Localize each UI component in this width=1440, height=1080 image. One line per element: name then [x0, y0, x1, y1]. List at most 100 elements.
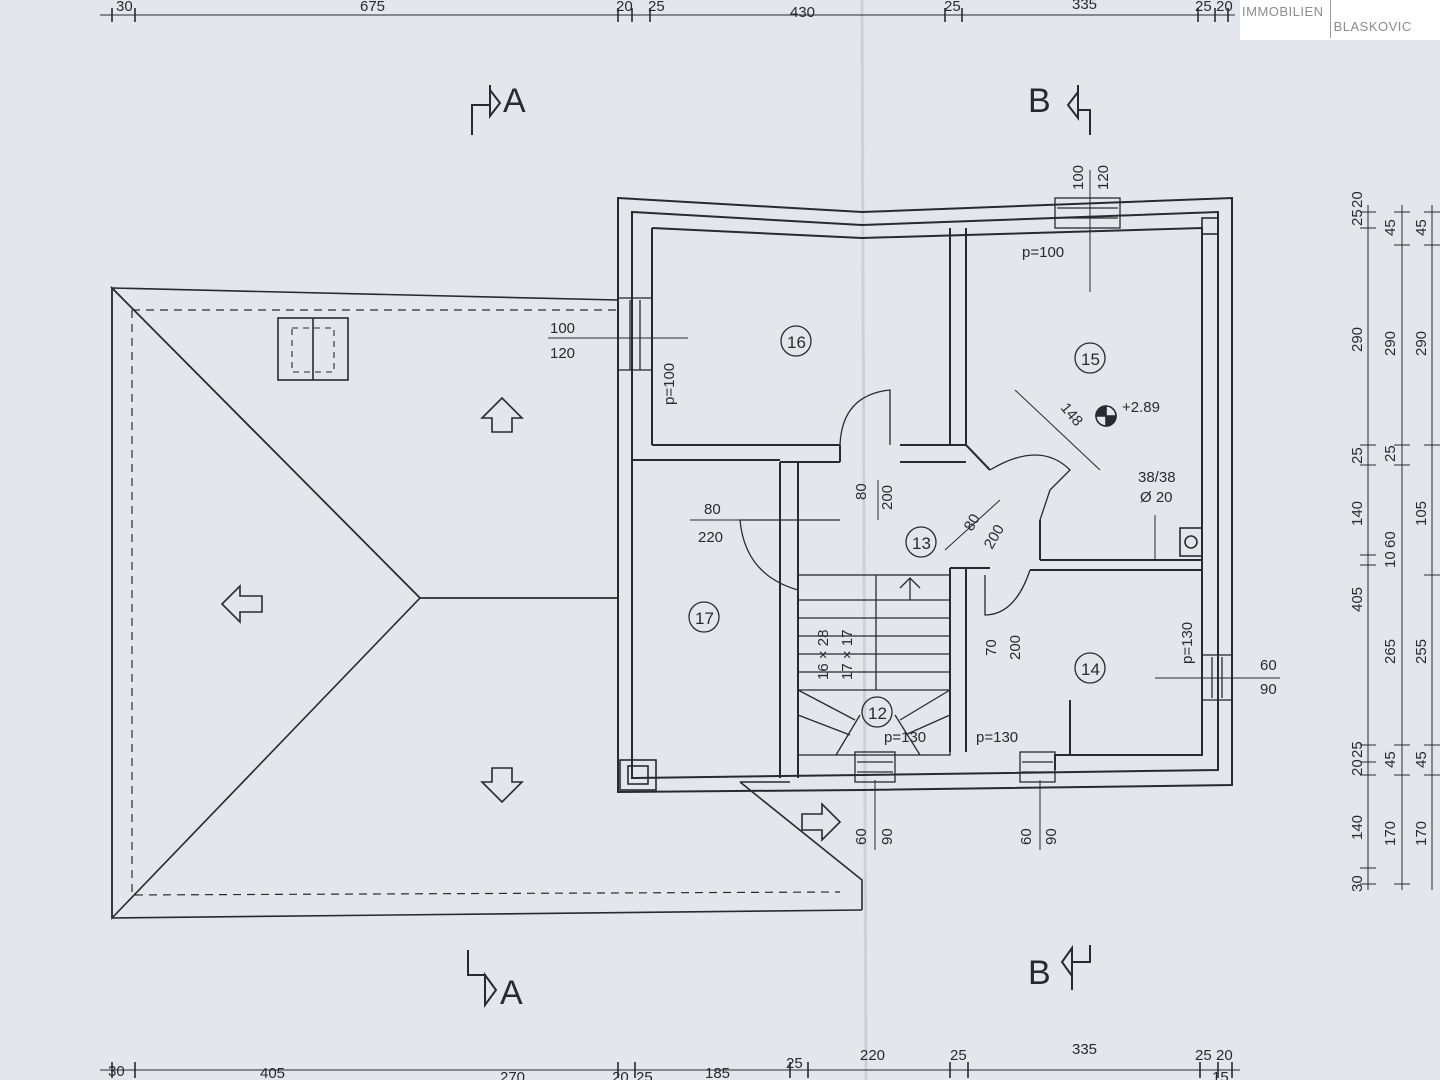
- chimney-diameter: Ø 20: [1140, 489, 1173, 506]
- rdim1-405: 405: [1349, 587, 1366, 612]
- rdim3-170: 170: [1413, 821, 1430, 846]
- win12-width: 60: [853, 828, 870, 845]
- door13-width: 80: [853, 483, 870, 500]
- right-dimension-lines: [1360, 205, 1440, 890]
- roof-slope-arrows: [220, 396, 842, 842]
- rdim1-25: 25: [1349, 209, 1366, 226]
- rdim1-140: 140: [1349, 501, 1366, 526]
- roof-window: [277, 317, 349, 381]
- room12-sill-label: p=130: [884, 729, 926, 746]
- rdim1-290: 290: [1349, 327, 1366, 352]
- top-dimension-line: [100, 8, 1235, 22]
- rdim3-45b: 45: [1413, 751, 1430, 768]
- door13-height: 200: [879, 485, 896, 510]
- door14-width: 70: [983, 639, 1000, 656]
- room14-sill-label: p=130: [1179, 622, 1196, 664]
- interior-walls: [779, 228, 1202, 778]
- bottom-dim-25b: 25: [786, 1055, 803, 1072]
- rdim1-20: 20: [1349, 191, 1366, 208]
- bottom-dim-25d: 25: [1195, 1047, 1212, 1064]
- top-dim-25c: 25: [1195, 0, 1212, 15]
- rdim1-25c: 25: [1349, 741, 1366, 758]
- top-dim-25b: 25: [944, 0, 961, 15]
- room-17-number: 17: [695, 609, 714, 628]
- top-dim-25: 25: [648, 0, 665, 15]
- stair-steps-b: 17 × 17: [839, 630, 856, 680]
- staircase: [797, 574, 951, 756]
- win14b-height: 90: [1043, 828, 1060, 845]
- bottom-dim-20b: 20: [1216, 1047, 1233, 1064]
- rdim1-140b: 140: [1349, 815, 1366, 840]
- bottom-dimension-line: [100, 1062, 1240, 1078]
- right-dims-col1: 25 20 290 25 140 10 405 265 25 20 140 30: [1349, 191, 1399, 892]
- roof-outline: [110, 286, 863, 920]
- rdim3-290: 290: [1413, 331, 1430, 356]
- door17-width: 80: [704, 501, 721, 518]
- rdim1-265: 265: [1382, 639, 1399, 664]
- room-15-number: 15: [1081, 350, 1100, 369]
- doors: [739, 389, 1071, 616]
- room15-sill-label: p=100: [1022, 244, 1064, 261]
- columns: [619, 217, 1219, 791]
- win12-height: 90: [879, 828, 896, 845]
- door15-width: 80: [961, 511, 984, 534]
- room16-sill-label: p=100: [661, 363, 678, 405]
- bottom-dim-25: 25: [636, 1069, 653, 1080]
- rdim2-60: 60: [1382, 531, 1399, 548]
- door17-height: 220: [698, 529, 723, 546]
- bottom-dim-335: 335: [1072, 1041, 1097, 1058]
- top-dim-675: 675: [360, 0, 385, 15]
- bottom-dim-15: 15: [1212, 1069, 1229, 1080]
- win15-label-b: 120: [1095, 165, 1112, 190]
- room-16-number: 16: [787, 333, 806, 352]
- section-b-top: B: [1028, 82, 1051, 120]
- section-a-top: A: [503, 82, 526, 120]
- win14-width: 60: [1260, 657, 1277, 674]
- rdim2-170: 170: [1382, 821, 1399, 846]
- logo-line2: BLASKOVIC: [1333, 19, 1412, 34]
- top-dim-30: 30: [116, 0, 133, 15]
- chimney-size: 38/38: [1138, 469, 1176, 486]
- rdim1-10: 10: [1382, 551, 1399, 568]
- annotation-lines: [548, 170, 1280, 850]
- room-12-number: 12: [868, 704, 887, 723]
- roof-window-label-top: 100: [550, 320, 575, 337]
- top-dim-20: 20: [616, 0, 633, 15]
- bottom-dim-30: 30: [108, 1063, 125, 1080]
- rdim3-255: 255: [1413, 639, 1430, 664]
- diagonal-dimension: 148: [1057, 400, 1086, 430]
- section-symbols: [467, 85, 1091, 1009]
- top-dim-430: 430: [790, 4, 815, 21]
- bottom-dim-405: 405: [260, 1065, 285, 1080]
- right-dims-col3: 45 290 105 255 45 170: [1413, 219, 1430, 846]
- agency-logo: IMMOBILIEN BLASKOVIC: [1240, 0, 1440, 40]
- room-14-number: 14: [1081, 660, 1100, 679]
- bottom-dim-220: 220: [860, 1047, 885, 1064]
- rdim2-25: 25: [1382, 445, 1399, 462]
- rdim2-45: 45: [1382, 219, 1399, 236]
- bottom-dim-270: 270: [500, 1069, 525, 1080]
- room-13-number: 13: [912, 534, 931, 553]
- rdim1-30: 30: [1349, 875, 1366, 892]
- rdim3-105: 105: [1413, 501, 1430, 526]
- stair-steps-a: 16 × 28: [815, 630, 832, 680]
- win14-height: 90: [1260, 681, 1277, 698]
- room14-sill-label-b: p=130: [976, 729, 1018, 746]
- win15-label-a: 100: [1070, 165, 1087, 190]
- top-dim-335: 335: [1072, 0, 1097, 13]
- bottom-dim-20: 20: [612, 1069, 629, 1080]
- rdim2-290: 290: [1382, 331, 1399, 356]
- rdim2-45b: 45: [1382, 751, 1399, 768]
- win14b-width: 60: [1018, 828, 1035, 845]
- rdim1-25b: 25: [1349, 447, 1366, 464]
- top-dim-20b: 20: [1216, 0, 1233, 15]
- bottom-dim-25c: 25: [950, 1047, 967, 1064]
- room-circles: [688, 325, 1106, 728]
- section-b-bottom: B: [1028, 954, 1051, 992]
- rdim3-45: 45: [1413, 219, 1430, 236]
- rdim1-20b: 20: [1349, 759, 1366, 776]
- door15-height: 200: [981, 522, 1008, 552]
- section-a-bottom: A: [500, 974, 523, 1012]
- logo-line1: IMMOBILIEN: [1240, 0, 1331, 38]
